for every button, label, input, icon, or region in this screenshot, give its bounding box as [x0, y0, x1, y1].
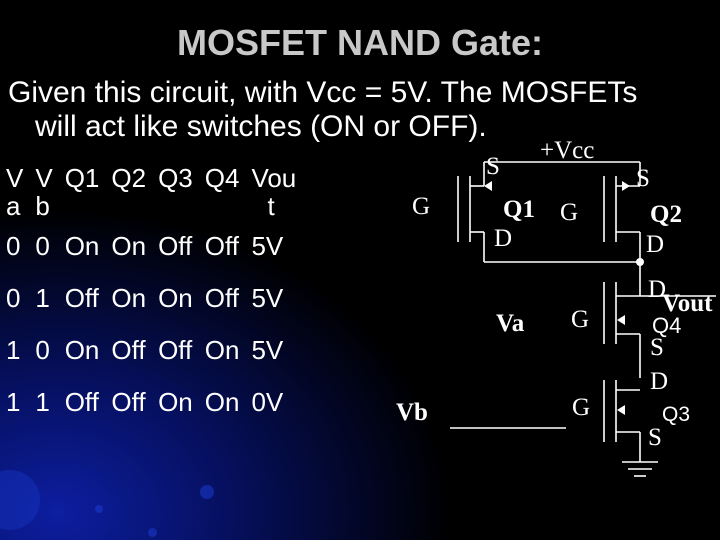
table-cell: On [64, 335, 100, 365]
table-row: 1 1 Off Off On On 0V [4, 376, 306, 428]
q3-gate-label: G [572, 394, 590, 421]
header-cell-bottom: a [6, 191, 21, 221]
q1-drain-label: D [494, 225, 512, 252]
table-cell: 5V [251, 231, 284, 261]
table-cell: 5V [251, 335, 284, 365]
header-q1: Q1 [64, 163, 100, 193]
q1-source-label: S [486, 153, 500, 180]
q4-gate-label: G [571, 306, 589, 333]
q4-arrow-icon [617, 315, 625, 325]
q2-source-label: S [636, 165, 650, 192]
header-q3: Q3 [158, 163, 193, 193]
table-cell: 1 [6, 387, 21, 417]
q3-arrow-icon [617, 405, 625, 415]
q2-name-label: Q2 [650, 201, 682, 228]
q2-gate-label: G [560, 199, 578, 226]
table-cell: Off [64, 387, 99, 417]
va-label: Va [496, 310, 525, 337]
table-row: 0 1 Off On On Off 5V [4, 272, 306, 324]
table-cell: Off [111, 335, 146, 365]
header-cell-top: V [35, 163, 53, 193]
q1-name-label: Q1 [503, 196, 535, 223]
table-row: 0 0 On On Off Off 5V [4, 220, 306, 272]
table-cell: On [204, 335, 240, 365]
intro-text-line-2: will act like switches (ON or OFF). [35, 110, 487, 143]
table-cell: Off [158, 231, 193, 261]
table-cell: 0V [251, 387, 284, 417]
background-glow [95, 505, 103, 513]
table-cell: On [158, 283, 193, 313]
table-cell: 0 [6, 283, 21, 313]
table-cell: 1 [6, 335, 21, 365]
header-cell-bottom: t [267, 191, 275, 221]
table-cell: Off [204, 283, 239, 313]
table-cell: On [111, 231, 147, 261]
table-cell: 1 [35, 283, 50, 313]
q1-gate-label: G [412, 193, 430, 220]
table-cell: On [158, 387, 193, 417]
table-cell: On [111, 283, 147, 313]
table-cell: Off [204, 231, 239, 261]
q1-arrow-icon [484, 181, 492, 191]
background-glow [148, 528, 157, 537]
q4-name-label: Q4 [652, 313, 681, 338]
table-cell: Off [111, 387, 146, 417]
table-cell: 0 [35, 231, 50, 261]
table-cell: Off [64, 283, 99, 313]
table-cell: 0 [6, 231, 21, 261]
q2-arrow-icon [622, 181, 630, 191]
q2-drain-label: D [646, 231, 664, 258]
table-cell: 5V [251, 283, 284, 313]
vcc-label: +Vcc [540, 137, 594, 164]
vb-label: Vb [396, 399, 428, 426]
table-cell: 1 [35, 387, 50, 417]
q4-drain-label: D [648, 276, 666, 303]
slide-title: MOSFET NAND Gate: [176, 22, 543, 63]
junction-dot-icon [636, 258, 644, 266]
table-cell: Off [158, 335, 193, 365]
header-cell-bottom: b [35, 191, 50, 221]
ground-symbol-icon [622, 461, 658, 477]
header-q2: Q2 [111, 163, 147, 193]
q3-drain-label: D [650, 368, 668, 395]
table-cell: On [64, 231, 100, 261]
q3-name-label: Q3 [662, 403, 690, 426]
table-cell: 0 [35, 335, 50, 365]
q4-source-label: S [650, 334, 664, 361]
vout-label: Vout [662, 290, 713, 317]
table-cell: On [204, 387, 240, 417]
intro-text-line-1: Given this circuit, with Vcc = 5V. The M… [8, 76, 638, 109]
table-row: 1 0 On Off Off On 5V [4, 324, 306, 376]
header-q4: Q4 [204, 163, 240, 193]
background-glow [200, 485, 214, 499]
header-cell-top: V [6, 163, 24, 193]
header-cell-top: Vou [251, 163, 297, 193]
q3-source-label: S [648, 424, 662, 451]
